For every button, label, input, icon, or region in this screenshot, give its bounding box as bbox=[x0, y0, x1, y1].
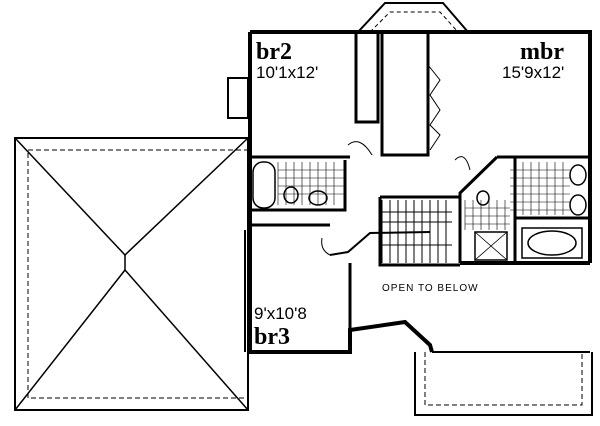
room-size-br3: 9'x10'8 bbox=[254, 304, 307, 323]
room-name-br3: br3 bbox=[254, 324, 290, 350]
deck bbox=[414, 352, 593, 416]
room-size-br2: 10'1x12' bbox=[256, 63, 319, 82]
fixtures bbox=[252, 161, 587, 261]
room-size-mbr: 15'9x12' bbox=[502, 63, 565, 82]
room-name-mbr: mbr bbox=[520, 39, 564, 65]
interior-walls bbox=[250, 32, 590, 267]
chimney bbox=[227, 77, 249, 119]
door-swings bbox=[244, 64, 471, 352]
roof bbox=[14, 137, 249, 411]
tile-floor bbox=[277, 162, 570, 230]
bay-window bbox=[357, 1, 469, 33]
room-name-br2: br2 bbox=[256, 39, 292, 65]
stairs bbox=[381, 200, 452, 263]
exterior-walls bbox=[248, 30, 592, 354]
open-to-below-note: OPEN TO BELOW bbox=[382, 283, 479, 294]
